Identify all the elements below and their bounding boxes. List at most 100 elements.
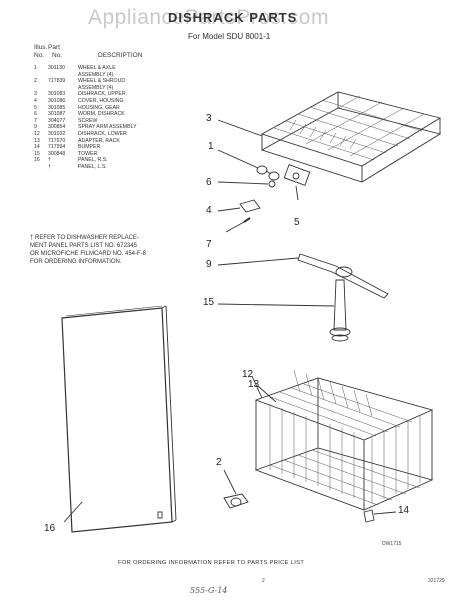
part-description: SPRAY ARM ASSEMBLY bbox=[78, 124, 137, 131]
tower-drawing bbox=[217, 279, 351, 342]
part-illus-no: 15 bbox=[34, 150, 40, 157]
part-description: BUMPER bbox=[78, 144, 101, 151]
note-line: OR MICROFICHE FILMCARD NO. 454-F-8 bbox=[30, 251, 147, 257]
callout-16: 16 bbox=[44, 523, 56, 534]
note-line: † REFER TO DISHWASHER REPLACE- bbox=[30, 235, 139, 241]
upper-dishrack-drawing bbox=[217, 91, 442, 183]
model-subtitle: For Model SDU 8001-1 bbox=[188, 32, 271, 41]
part-illus-no: 3 bbox=[34, 91, 37, 98]
header-no: No. bbox=[34, 52, 45, 59]
header-part: Part bbox=[48, 44, 60, 51]
note-line: MENT PANEL PARTS LIST NO. 672345 bbox=[30, 243, 137, 249]
parts-row: 14 717994 BUMPER bbox=[34, 144, 184, 151]
parts-row: ASSEMBLY (4) bbox=[34, 72, 184, 79]
callout-3: 3 bbox=[206, 113, 212, 124]
part-number: 301032 bbox=[48, 130, 66, 137]
parts-row: 15 300848 TOWER bbox=[34, 151, 184, 158]
bumper-drawing bbox=[363, 509, 397, 523]
gear-housing-drawing bbox=[217, 164, 311, 233]
callout-13: 13 bbox=[248, 379, 260, 390]
callout-12: 12 bbox=[242, 369, 254, 380]
page-mark: 2 bbox=[262, 578, 265, 584]
callout-1: 1 bbox=[208, 141, 214, 152]
parts-row: 13 717970 ADAPTER, RACK bbox=[34, 138, 184, 145]
handwritten-note: 555-G-14 bbox=[190, 586, 228, 595]
part-illus-no: 6 bbox=[34, 111, 37, 118]
part-illus-no: 12 bbox=[34, 130, 40, 137]
callout-7: 7 bbox=[206, 239, 212, 250]
watermark: AppliancePartsPros.com bbox=[88, 6, 329, 29]
parts-row: 6 301087 WORM, DISHRACK bbox=[34, 111, 184, 118]
part-number: 301085 bbox=[48, 104, 66, 111]
lower-dishrack-drawing bbox=[251, 369, 434, 511]
part-description: HOUSING, GEAR bbox=[78, 104, 120, 111]
part-description: PANEL, L.S. bbox=[78, 163, 107, 170]
diagram-code: DW1715 bbox=[382, 541, 402, 547]
callout-2: 2 bbox=[216, 457, 222, 468]
part-description: SCREW bbox=[78, 117, 98, 124]
part-illus-no: 1 bbox=[34, 65, 37, 71]
part-illus-no: 2 bbox=[34, 78, 37, 85]
part-description: WHEEL & SHROUD bbox=[78, 78, 126, 85]
note-line: FOR ORDERING INFORMATION. bbox=[30, 259, 122, 265]
header-illus: Illus. bbox=[34, 44, 48, 51]
part-description: COVER, HOUSING bbox=[78, 97, 124, 104]
parts-row: 4 301086 COVER, HOUSING bbox=[34, 98, 184, 105]
parts-row: 12 301032 DISHRACK, LOWER bbox=[34, 131, 184, 138]
part-number: 717839 bbox=[48, 78, 66, 85]
part-number: 301086 bbox=[48, 97, 66, 104]
callout-4: 4 bbox=[206, 205, 212, 216]
parts-row: 16 † PANEL, R.S. bbox=[34, 157, 184, 164]
callout-14: 14 bbox=[398, 505, 410, 516]
callout-6: 6 bbox=[206, 177, 212, 188]
part-illus-no: 7 bbox=[34, 117, 37, 124]
header-part-no: No. bbox=[52, 52, 63, 59]
wheel-axle-drawing bbox=[217, 149, 280, 181]
part-description: ASSEMBLY (4) bbox=[78, 84, 114, 91]
part-illus-no: 14 bbox=[34, 144, 40, 151]
footer-text: FOR ORDERING INFORMATION REFER TO PARTS … bbox=[118, 560, 305, 566]
part-number: 304077 bbox=[48, 117, 66, 124]
part-description: WHEEL & AXLE bbox=[78, 65, 116, 71]
part-description: TOWER bbox=[78, 150, 98, 157]
part-number: 717994 bbox=[48, 144, 66, 151]
part-description: PANEL, R.S. bbox=[78, 157, 108, 164]
part-illus-no: 4 bbox=[34, 97, 37, 104]
part-description: WORM, DISHRACK bbox=[78, 111, 125, 118]
parts-row: 7 304077 SCREW bbox=[34, 118, 184, 125]
parts-row: 2 717839 WHEEL & SHROUD bbox=[34, 78, 184, 85]
part-number: † bbox=[48, 157, 51, 164]
part-description: ASSEMBLY (4) bbox=[78, 71, 114, 78]
part-number: 717970 bbox=[48, 137, 66, 144]
parts-row: 1 301130 WHEEL & AXLE bbox=[34, 65, 184, 72]
part-number: 301083 bbox=[48, 91, 66, 98]
part-number: 301087 bbox=[48, 111, 66, 118]
callout-15: 15 bbox=[203, 297, 215, 308]
parts-row: ASSEMBLY (4) bbox=[34, 85, 184, 92]
header-description: DESCRIPTION bbox=[98, 52, 143, 59]
part-number: † bbox=[48, 163, 51, 170]
ordering-note: † REFER TO DISHWASHER REPLACE- MENT PANE… bbox=[30, 234, 240, 266]
callout-5: 5 bbox=[294, 217, 300, 228]
spray-arm-drawing bbox=[217, 253, 389, 299]
side-panel-drawing bbox=[61, 305, 177, 533]
callout-9: 9 bbox=[206, 259, 212, 270]
part-description: DISHRACK, UPPER bbox=[78, 91, 126, 98]
page-title: DISHRACK PARTS bbox=[168, 10, 298, 25]
doc-code: 321729 bbox=[428, 578, 445, 584]
parts-row: 3 301083 DISHRACK, UPPER bbox=[34, 91, 184, 98]
part-number: 300848 bbox=[48, 150, 66, 157]
parts-row: 9 300854 SPRAY ARM ASSEMBLY bbox=[34, 124, 184, 131]
part-description: DISHRACK, LOWER bbox=[78, 130, 127, 137]
part-number: 300854 bbox=[48, 124, 66, 131]
part-illus-no: 16 bbox=[34, 157, 40, 164]
part-number: 301130 bbox=[48, 65, 65, 71]
parts-row: † PANEL, L.S. bbox=[34, 164, 184, 171]
part-description: ADAPTER, RACK bbox=[78, 137, 120, 144]
part-illus-no: 9 bbox=[34, 124, 37, 131]
part-illus-no: 13 bbox=[34, 137, 40, 144]
